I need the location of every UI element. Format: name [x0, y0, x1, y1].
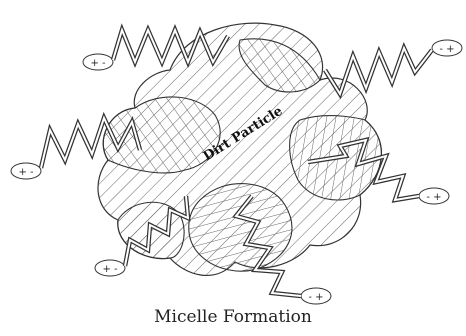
dirt-particle-region: [103, 97, 220, 173]
figure-caption: Micelle Formation: [0, 307, 466, 327]
charge-label: + -: [103, 264, 118, 275]
charge-label: - +: [440, 44, 455, 55]
charge-label: + -: [91, 58, 106, 69]
charge-label: - +: [309, 292, 324, 303]
charge-label: - +: [427, 192, 442, 203]
charge-label: + -: [19, 167, 34, 178]
dirt-particle-region: [189, 184, 292, 272]
